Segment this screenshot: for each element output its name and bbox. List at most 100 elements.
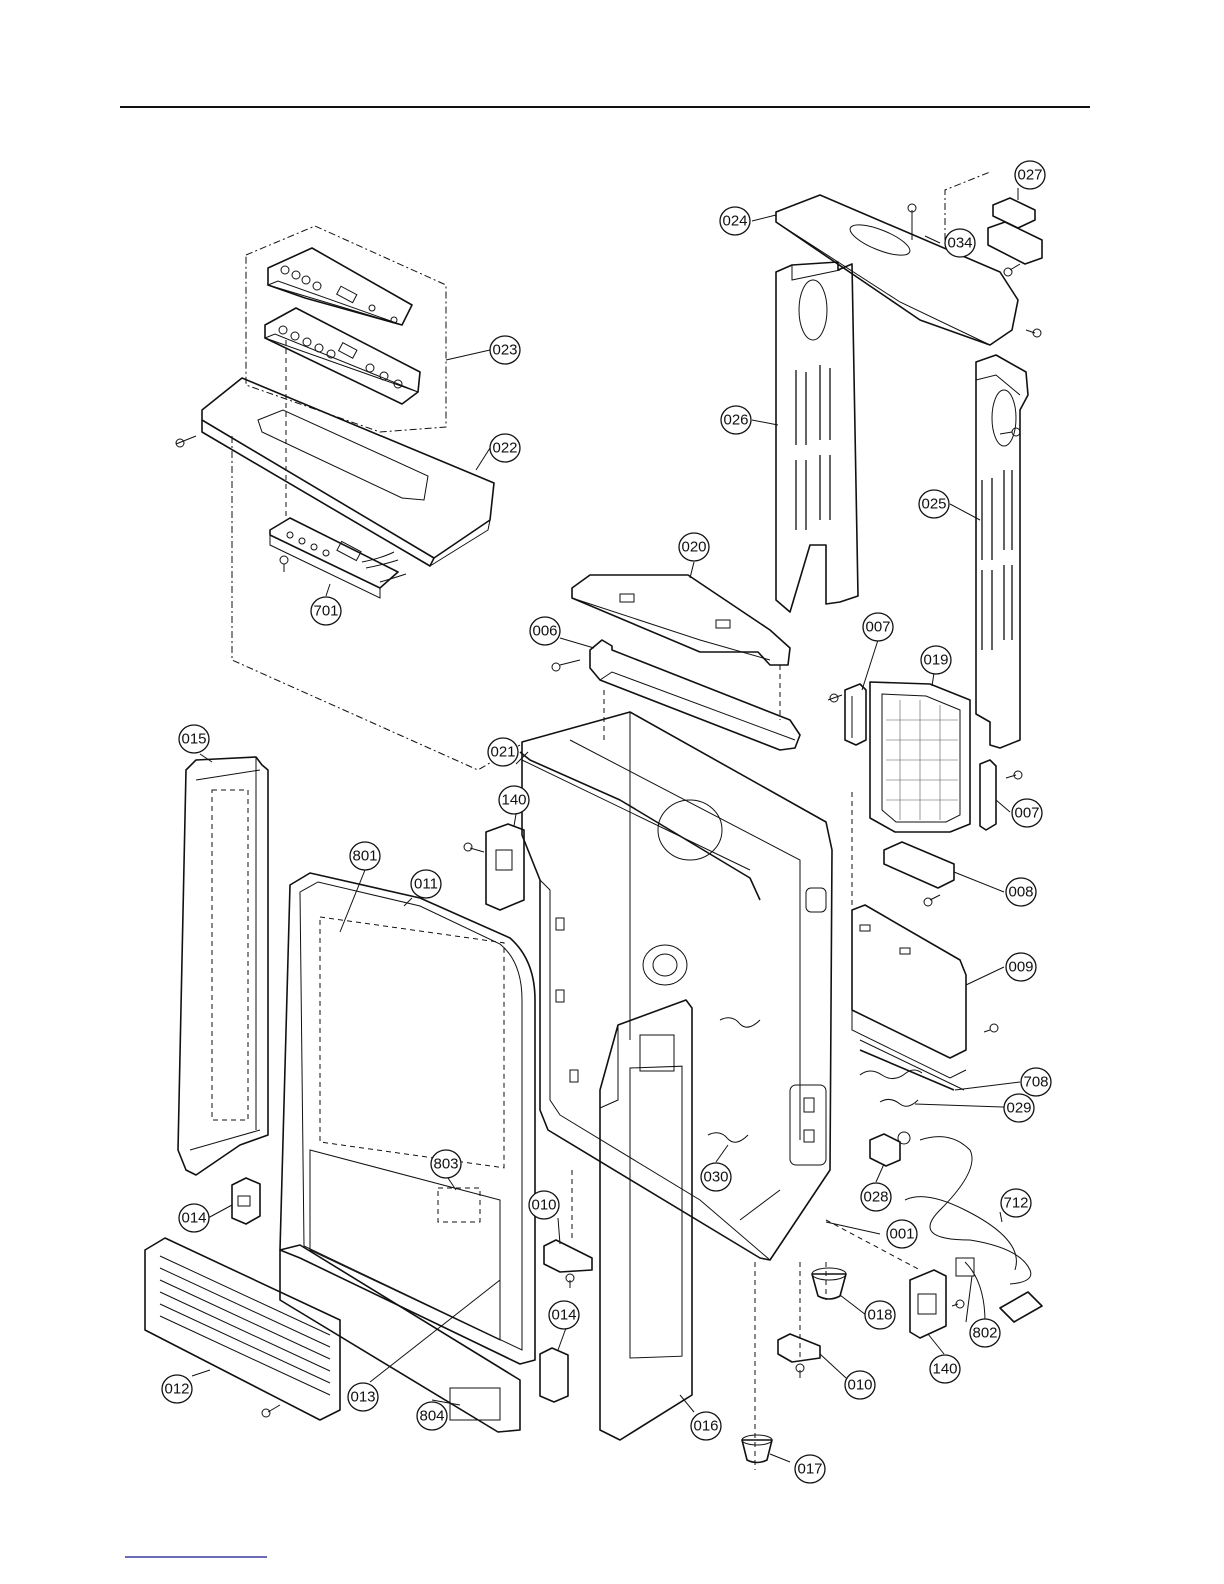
frame-007-upper <box>828 684 866 745</box>
bracket-140-lower <box>910 1270 964 1338</box>
svg-text:006: 006 <box>532 623 557 640</box>
callout-001: 001 <box>887 1220 917 1248</box>
control-panel-assembly <box>176 226 520 770</box>
bracket-008 <box>884 842 954 906</box>
callout-014-upper: 014 <box>179 1204 209 1232</box>
svg-text:017: 017 <box>797 1461 822 1478</box>
svg-text:701: 701 <box>313 603 338 620</box>
callout-012: 012 <box>162 1375 192 1403</box>
svg-text:803: 803 <box>433 1156 458 1173</box>
svg-text:018: 018 <box>867 1307 892 1324</box>
callout-708: 708 <box>1021 1068 1051 1096</box>
callout-023: 023 <box>490 336 520 364</box>
callout-015: 015 <box>179 725 209 753</box>
svg-text:029: 029 <box>1006 1100 1031 1117</box>
svg-text:016: 016 <box>693 1418 718 1435</box>
svg-text:001: 001 <box>889 1226 914 1243</box>
callout-011: 011 <box>411 870 441 898</box>
callout-804: 804 <box>417 1402 447 1430</box>
svg-text:019: 019 <box>923 652 948 669</box>
callout-007-upper: 007 <box>863 613 893 641</box>
bracket-028 <box>870 1134 900 1166</box>
side-panel-025 <box>976 355 1028 748</box>
callout-030: 030 <box>701 1163 731 1191</box>
callout-021: 021 <box>488 738 518 766</box>
callout-801: 801 <box>350 842 380 870</box>
svg-text:008: 008 <box>1008 884 1033 901</box>
lower-panel-804 <box>280 1245 520 1432</box>
svg-text:010: 010 <box>531 1197 556 1214</box>
callout-018: 018 <box>865 1301 895 1329</box>
svg-text:020: 020 <box>681 539 706 556</box>
callout-802: 802 <box>970 1319 1000 1347</box>
top-rear-cover-assembly <box>776 172 1042 345</box>
callout-022: 022 <box>490 434 520 462</box>
callout-029: 029 <box>1004 1094 1034 1122</box>
svg-text:022: 022 <box>492 440 517 457</box>
front-panel-011 <box>280 873 535 1364</box>
handle-014-lower <box>540 1348 568 1402</box>
side-panel-015 <box>178 757 268 1175</box>
back-panel-009 <box>852 905 998 1090</box>
filter-019 <box>870 682 970 832</box>
callout-008: 008 <box>1006 878 1036 906</box>
callout-010-upper: 010 <box>529 1191 559 1219</box>
callout-013: 013 <box>348 1383 378 1411</box>
svg-text:011: 011 <box>414 876 438 893</box>
svg-text:014: 014 <box>551 1307 576 1324</box>
callout-006: 006 <box>530 617 560 645</box>
svg-text:028: 028 <box>863 1189 888 1206</box>
callout-034: 034 <box>945 229 975 257</box>
svg-text:140: 140 <box>501 792 526 809</box>
svg-text:013: 013 <box>350 1389 375 1406</box>
callout-010-lower: 010 <box>845 1371 875 1399</box>
svg-text:034: 034 <box>947 235 972 252</box>
svg-text:023: 023 <box>492 342 517 359</box>
callout-701: 701 <box>311 597 341 625</box>
svg-text:802: 802 <box>972 1325 997 1342</box>
callout-026: 026 <box>721 406 751 434</box>
lock-010-upper <box>544 1170 592 1288</box>
svg-text:010: 010 <box>847 1377 872 1394</box>
svg-text:804: 804 <box>419 1408 444 1425</box>
svg-text:014: 014 <box>181 1210 206 1227</box>
bracket-140-upper <box>464 824 524 910</box>
svg-text:027: 027 <box>1017 167 1042 184</box>
air-guide-020 <box>572 575 790 720</box>
foot-017 <box>742 1435 772 1463</box>
svg-text:801: 801 <box>352 848 377 865</box>
callout-027: 027 <box>1015 161 1045 189</box>
svg-text:015: 015 <box>181 731 206 748</box>
callout-028: 028 <box>861 1183 891 1211</box>
callout-007-lower: 007 <box>1012 799 1042 827</box>
callout-024: 024 <box>720 207 750 235</box>
main-cabinet-021 <box>520 712 920 1470</box>
svg-text:009: 009 <box>1008 959 1033 976</box>
leader-lines <box>192 188 1030 1462</box>
svg-text:007: 007 <box>865 619 890 636</box>
callout-009: 009 <box>1006 953 1036 981</box>
callout-017: 017 <box>795 1455 825 1483</box>
svg-text:140: 140 <box>932 1361 957 1378</box>
svg-text:012: 012 <box>164 1381 189 1398</box>
svg-text:025: 025 <box>921 496 946 513</box>
callout-025: 025 <box>919 490 949 518</box>
svg-text:030: 030 <box>703 1169 728 1186</box>
svg-text:026: 026 <box>723 412 748 429</box>
foot-018 <box>812 1268 846 1299</box>
svg-text:021: 021 <box>490 744 515 761</box>
side-panel-026 <box>776 262 858 612</box>
callout-140-upper: 140 <box>499 786 529 814</box>
callout-140-lower: 140 <box>930 1355 960 1383</box>
lock-010-lower <box>778 1334 820 1378</box>
wire-029 <box>860 1070 922 1106</box>
svg-text:712: 712 <box>1003 1195 1028 1212</box>
svg-text:007: 007 <box>1014 805 1039 822</box>
cover-016 <box>600 1000 692 1440</box>
callout-803: 803 <box>431 1150 461 1178</box>
callout-712: 712 <box>1001 1189 1031 1217</box>
callout-014-lower: 014 <box>549 1301 579 1329</box>
callout-020: 020 <box>679 533 709 561</box>
svg-text:024: 024 <box>722 213 747 230</box>
callout-019: 019 <box>921 646 951 674</box>
